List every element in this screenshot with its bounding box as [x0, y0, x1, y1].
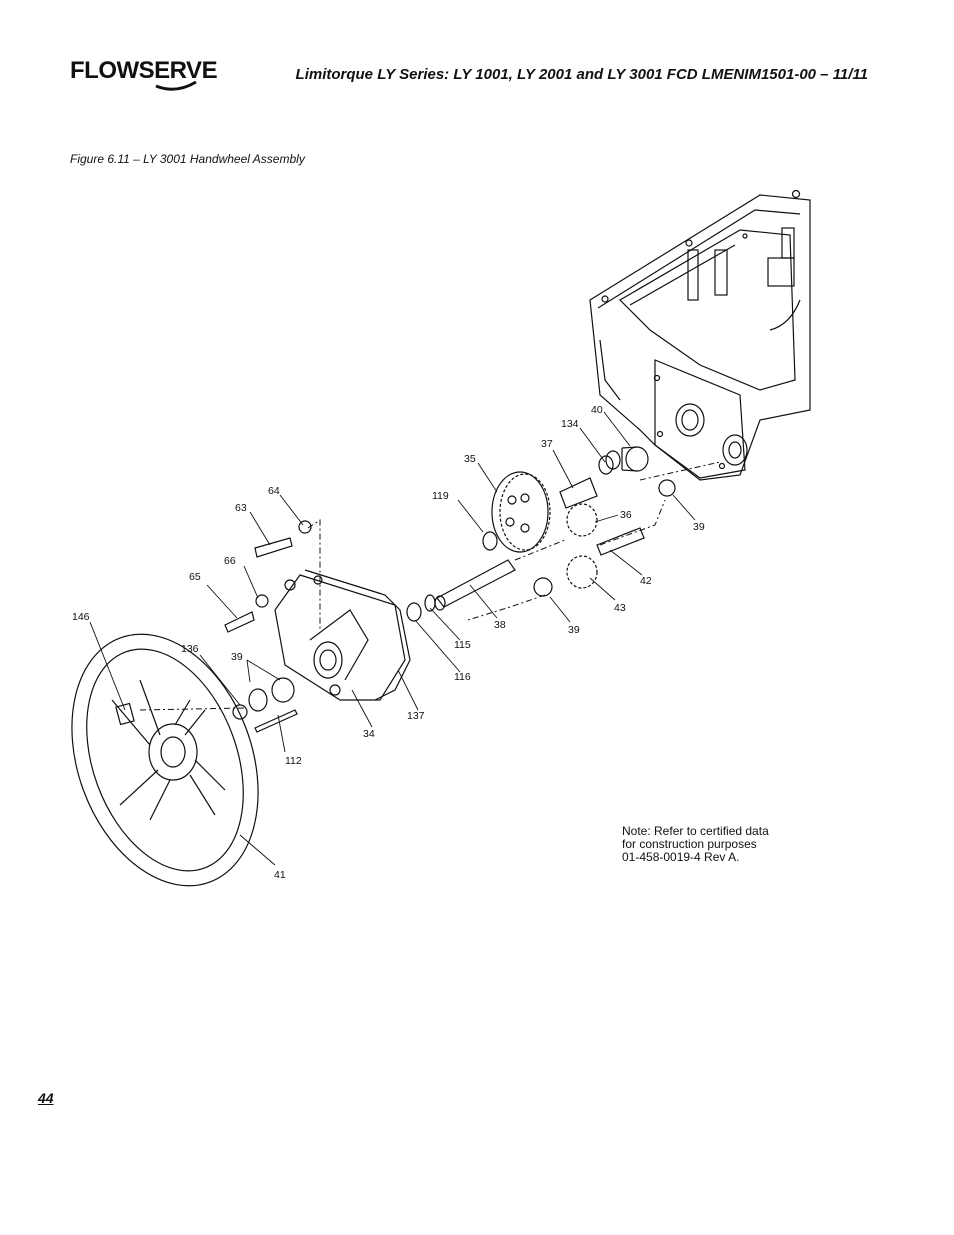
- callout-65: 65: [189, 571, 201, 583]
- note-line-3: 01-458-0019-4 Rev A.: [622, 850, 740, 864]
- cover-plate: [274, 569, 411, 701]
- page-number: 44: [38, 1090, 54, 1106]
- callout-39-a: 39: [231, 651, 243, 663]
- construction-note: Note: Refer to certified data for constr…: [622, 825, 769, 864]
- callout-63: 63: [235, 502, 247, 514]
- callout-64: 64: [268, 485, 280, 497]
- figure-caption: Figure 6.11 – LY 3001 Handwheel Assembly: [70, 152, 305, 166]
- callout-36: 36: [620, 509, 632, 521]
- callout-119: 119: [432, 490, 449, 502]
- callout-112: 112: [285, 755, 302, 767]
- shafts-and-pinions: [224, 446, 676, 733]
- handwheel: [71, 633, 259, 887]
- note-line-2: for construction purposes: [622, 837, 757, 851]
- callout-43: 43: [614, 602, 626, 614]
- leader-lines: [89, 411, 696, 866]
- callout-40: 40: [591, 404, 603, 416]
- flowserve-logo: FLOWSERVE: [70, 58, 218, 94]
- centerlines: [139, 461, 721, 711]
- callout-115: 115: [454, 639, 471, 651]
- logo-wordmark: FLOWSERVE: [70, 57, 218, 84]
- callout-39-b: 39: [693, 521, 705, 533]
- document-header-title: Limitorque LY Series: LY 1001, LY 2001 a…: [295, 66, 868, 83]
- callout-134: 134: [561, 418, 579, 430]
- callout-37: 37: [541, 438, 553, 450]
- callout-146: 146: [72, 611, 90, 623]
- callout-38: 38: [494, 619, 506, 631]
- logo-swoosh-icon: [155, 80, 197, 91]
- gear: [491, 471, 551, 553]
- callout-35: 35: [464, 453, 476, 465]
- actuator-housing: [589, 189, 811, 481]
- callout-116: 116: [454, 671, 471, 683]
- note-line-1: Note: Refer to certified data: [622, 824, 769, 838]
- callout-39-c: 39: [568, 624, 580, 636]
- callout-42: 42: [640, 575, 652, 587]
- callout-34: 34: [363, 728, 375, 740]
- callout-136: 136: [181, 643, 199, 655]
- callout-137: 137: [407, 710, 425, 722]
- callout-41: 41: [274, 869, 286, 881]
- callout-66: 66: [224, 555, 236, 567]
